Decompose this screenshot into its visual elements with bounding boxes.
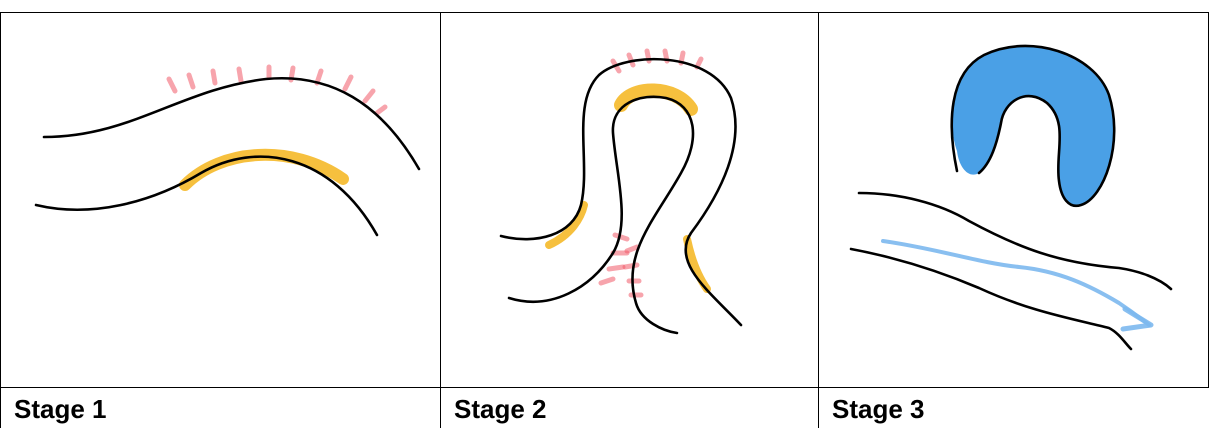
stage-2-label: Stage 2: [440, 388, 819, 428]
stage-3-flow-arrow: [883, 241, 1149, 325]
stage-3-panel: [818, 12, 1209, 388]
stage-1-label: Stage 1: [0, 388, 441, 428]
stage-2-inner-bank: [509, 97, 693, 333]
stage-1-erosion-marks: [169, 67, 385, 113]
stage-3-label: Stage 3: [818, 388, 1209, 428]
stage-3-upper-bank: [859, 193, 1171, 289]
stage-1-panel: [0, 12, 441, 388]
stage-2-deposition-top: [621, 90, 691, 109]
stage-3-arrow-head: [1123, 309, 1151, 329]
stage-1-drawing: [1, 13, 442, 389]
stage-3-drawing: [819, 13, 1209, 389]
stage-2-panel: [440, 12, 819, 388]
stage-2-drawing: [441, 13, 820, 389]
